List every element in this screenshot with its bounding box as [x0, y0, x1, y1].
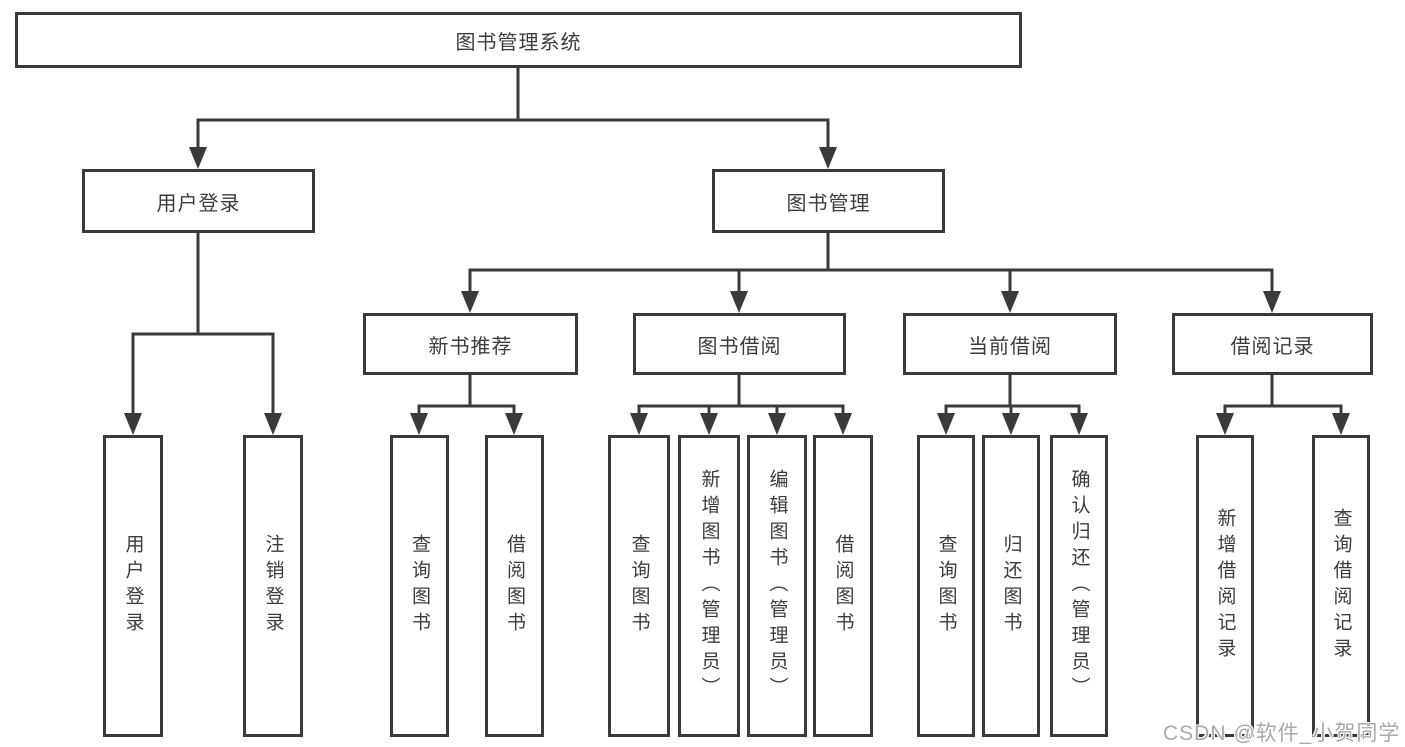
node-leaf-add-books-admin: 新增图书（管理员）	[678, 435, 740, 737]
node-leaf-edit-books-admin: 编辑图书（管理员）	[747, 435, 807, 737]
arrow-icon	[1216, 413, 1234, 435]
arrow-icon	[1070, 413, 1088, 435]
node-leaf-add-borrow-record: 新增借阅记录	[1196, 435, 1254, 737]
arrow-icon	[1002, 413, 1020, 435]
arrow-icon	[1001, 291, 1019, 313]
arrow-icon	[700, 413, 718, 435]
arrow-icon	[768, 413, 786, 435]
arrow-icon	[937, 413, 955, 435]
node-leaf-user-login: 用户登录	[103, 435, 163, 737]
csdn-watermark: CSDN @软件_小贺同学	[1163, 722, 1401, 745]
arrow-icon	[505, 413, 523, 435]
arrow-icon	[461, 291, 479, 313]
node-current-borrowing: 当前借阅	[903, 313, 1117, 375]
node-new-book-recommendation: 新书推荐	[363, 313, 578, 375]
node-borrowing-records: 借阅记录	[1172, 313, 1373, 375]
node-book-management: 图书管理	[712, 169, 945, 233]
arrow-icon	[189, 147, 207, 169]
node-leaf-query-books-1: 查询图书	[390, 435, 449, 737]
arrow-icon	[264, 413, 282, 435]
arrow-icon	[124, 413, 142, 435]
arrow-icon	[1263, 291, 1281, 313]
node-book-borrowing: 图书借阅	[633, 313, 846, 375]
node-leaf-query-borrow-record: 查询借阅记录	[1312, 435, 1370, 737]
arrow-icon	[1332, 413, 1350, 435]
arrow-icon	[819, 147, 837, 169]
node-leaf-query-books-3: 查询图书	[917, 435, 975, 737]
node-leaf-return-books: 归还图书	[982, 435, 1040, 737]
node-leaf-borrow-books-2: 借阅图书	[813, 435, 873, 737]
node-leaf-confirm-return-admin: 确认归还（管理员）	[1050, 435, 1108, 737]
node-leaf-query-books-2: 查询图书	[608, 435, 670, 737]
arrow-icon	[630, 413, 648, 435]
node-leaf-borrow-books-1: 借阅图书	[485, 435, 544, 737]
arrow-icon	[834, 413, 852, 435]
arrow-icon	[730, 291, 748, 313]
node-leaf-logout: 注销登录	[243, 435, 303, 737]
arrowheads-group	[124, 147, 1350, 435]
arrow-icon	[410, 413, 428, 435]
node-user-login: 用户登录	[82, 169, 315, 233]
node-root-title: 图书管理系统	[15, 12, 1022, 68]
